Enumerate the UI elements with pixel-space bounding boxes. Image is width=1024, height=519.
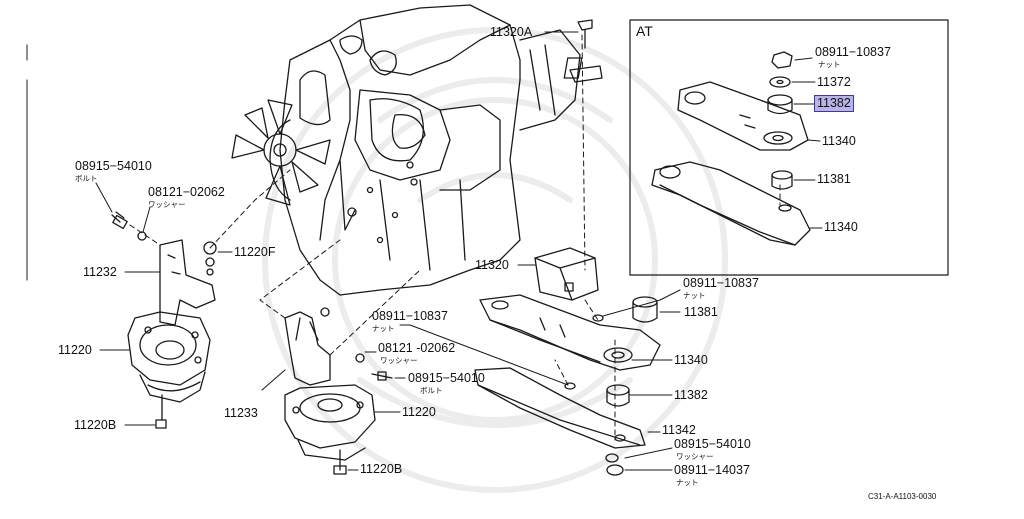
label-11342[interactable]: 11342: [662, 423, 696, 437]
label-11320[interactable]: 11320: [475, 258, 509, 272]
label-11220B-mid[interactable]: 11220B: [360, 462, 403, 476]
label-11340-main[interactable]: 11340: [674, 353, 708, 367]
label-washer-bot: ワッシャー: [676, 452, 714, 461]
label-08911-10837-left[interactable]: 08911−10837: [372, 309, 448, 323]
label-washer-left: ワッシャー: [148, 200, 186, 209]
mid-mount-assembly: [284, 307, 393, 475]
leader-lines: [95, 31, 823, 471]
label-08911-14037[interactable]: 08911−14037: [674, 463, 750, 477]
label-11220-mid[interactable]: 11220: [402, 405, 436, 419]
label-11220B-left[interactable]: 11220B: [74, 418, 117, 432]
label-08911-10837-mid[interactable]: 08911−10837: [683, 276, 759, 290]
label-08915-54010-mid[interactable]: 08915−54010: [408, 371, 485, 385]
label-11232[interactable]: 11232: [83, 265, 117, 279]
member-11342: [474, 367, 646, 449]
label-11233[interactable]: 11233: [224, 406, 258, 420]
left-mount-assembly: [111, 211, 217, 429]
label-08121-02062-left[interactable]: 08121−02062: [148, 185, 225, 199]
part-11320A: [563, 19, 603, 83]
part-11320: [534, 247, 599, 301]
label-nut-bot: ナット: [676, 478, 699, 487]
inset-title: AT: [636, 23, 653, 39]
label-08911-10837-top[interactable]: 08911−10837: [815, 45, 891, 59]
crossmember-11340: [479, 294, 661, 371]
label-08121-02062-mid[interactable]: 08121 -02062: [378, 341, 456, 355]
watermark-emblem: [262, 27, 728, 493]
label-nut-top: ナット: [818, 60, 841, 69]
engine-block: [269, 4, 581, 296]
small-parts-right: [564, 296, 658, 476]
label-11220F[interactable]: 11220F: [234, 245, 276, 259]
diagram-code: C31-A-A1103-0030: [868, 492, 937, 501]
label-nut-mid: ナット: [683, 291, 706, 300]
at-inset-parts: [651, 51, 811, 246]
label-11382-main[interactable]: 11382: [674, 388, 708, 402]
leader-dashes: [129, 34, 781, 441]
label-washer-mid: ワッシャー: [380, 356, 418, 365]
label-11382-highlighted[interactable]: 11382: [814, 95, 854, 112]
label-11381-mid[interactable]: 11381: [684, 305, 718, 319]
label-11340-at-upper[interactable]: 11340: [822, 134, 856, 148]
label-11381-at[interactable]: 11381: [817, 172, 851, 186]
label-11372[interactable]: 11372: [817, 75, 851, 89]
label-08915-54010-left[interactable]: 08915−54010: [75, 159, 152, 173]
label-08915-54010-bot[interactable]: 08915−54010: [674, 437, 751, 451]
label-11220-left[interactable]: 11220: [58, 343, 92, 357]
label-bolt-left: ボルト: [75, 174, 98, 183]
label-bolt-mid: ボルト: [420, 386, 443, 395]
cooling-fan: [231, 99, 331, 206]
at-inset-frame: [629, 19, 949, 276]
label-nut-left: ナット: [372, 324, 395, 333]
label-11320A[interactable]: 11320A: [490, 25, 533, 39]
label-11340-at-lower[interactable]: 11340: [824, 220, 858, 234]
